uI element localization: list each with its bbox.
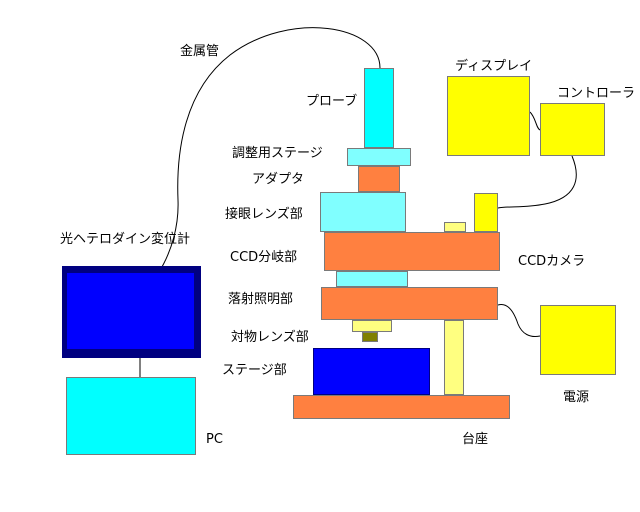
label-eyepiece: 接眼レンズ部 — [225, 207, 303, 222]
label-ccd-camera: CCDカメラ — [518, 254, 586, 269]
controller — [540, 103, 605, 156]
label-controller: コントローラ — [557, 86, 636, 101]
neck-segment — [336, 271, 408, 287]
epi-illumination-unit — [321, 287, 498, 320]
label-display: ディスプレイ — [455, 59, 533, 74]
controller-camera-cable — [497, 155, 577, 209]
pillar-top — [444, 222, 466, 232]
label-epi-illumination: 落射照明部 — [228, 292, 294, 307]
probe — [364, 68, 394, 148]
power-supply — [540, 305, 616, 375]
adapter — [358, 166, 400, 192]
objective-lens — [362, 332, 378, 342]
objective-holder — [352, 320, 392, 332]
display-controller-cable — [529, 111, 541, 131]
pc-unit — [66, 377, 196, 455]
label-ccd-branch: CCD分岐部 — [230, 250, 298, 265]
label-stage: ステージ部 — [222, 363, 287, 378]
label-probe: プローブ — [306, 94, 358, 109]
label-power: 電源 — [563, 390, 590, 405]
label-adjust-stage: 調整用ステージ — [232, 146, 323, 161]
adjustment-stage — [347, 148, 411, 166]
label-base: 台座 — [462, 432, 489, 447]
ccd-camera — [474, 193, 498, 232]
stage-unit — [313, 348, 430, 395]
label-interferometer: 光ヘテロダイン変位計 — [60, 232, 191, 247]
ccd-branch-unit — [324, 232, 500, 271]
display — [447, 76, 530, 156]
monitor-screen — [66, 272, 195, 350]
support-pillar — [444, 320, 464, 395]
label-adapter: アダプタ — [252, 172, 305, 187]
power-cable — [497, 303, 541, 337]
label-pc: PC — [206, 432, 223, 447]
label-metal-tube: 金属管 — [180, 44, 220, 59]
eyepiece-unit — [320, 192, 406, 232]
heterodyne-monitor — [62, 266, 201, 358]
base — [293, 395, 510, 419]
label-objective: 対物レンズ部 — [231, 330, 309, 345]
